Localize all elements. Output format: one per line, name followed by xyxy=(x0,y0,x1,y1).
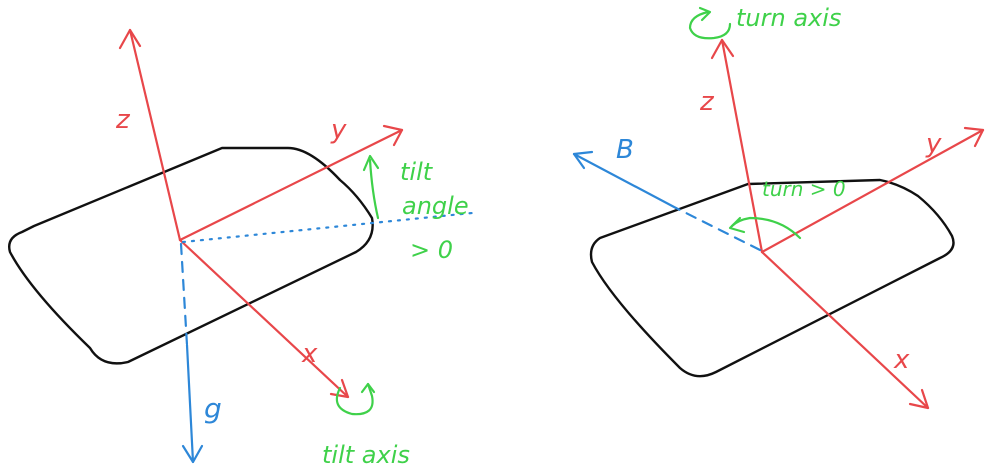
turn-axis-label: turn axis xyxy=(736,4,841,32)
right-b-arrowhead xyxy=(572,150,594,170)
tilt-axis-label: tilt axis xyxy=(322,441,410,469)
left-horizontal-reference xyxy=(181,211,474,244)
left-z-axis xyxy=(128,28,182,242)
right-z-arrowhead xyxy=(710,38,735,60)
right-z-label: z xyxy=(699,87,715,117)
tilt-angle-arc xyxy=(368,158,380,220)
turn-axis-rotation-arrowhead xyxy=(698,6,712,22)
left-g-vector xyxy=(185,343,195,464)
left-y-label: y xyxy=(330,115,347,145)
right-y-arrowhead xyxy=(963,126,985,148)
left-z-label: z xyxy=(115,105,131,135)
right-y-axis xyxy=(760,128,985,254)
left-g-arrowhead xyxy=(181,444,204,464)
right-panel: z y x B turn axis turn > 0 xyxy=(572,4,985,410)
right-board-outline xyxy=(589,178,955,378)
left-x-axis xyxy=(178,238,350,399)
tilt-angle-arc-arrowhead xyxy=(362,154,380,172)
right-z-axis xyxy=(720,38,764,254)
left-y-arrowhead xyxy=(382,124,404,147)
left-z-arrowhead xyxy=(118,28,142,50)
right-b-dashed xyxy=(674,206,762,252)
tilt-angle-label-line3: > 0 xyxy=(410,236,453,264)
tilt-axis-rotation-arrowhead xyxy=(360,382,376,394)
turn-angle-arc xyxy=(730,216,802,240)
left-x-label: x xyxy=(301,339,318,369)
left-y-axis xyxy=(178,128,404,242)
right-y-label: y xyxy=(925,129,942,159)
right-x-axis xyxy=(760,250,930,410)
right-x-label: x xyxy=(893,345,910,375)
tilt-axis-rotation-icon xyxy=(335,382,374,416)
right-b-vector xyxy=(572,152,678,210)
turn-angle-label: turn > 0 xyxy=(762,177,846,201)
turn-angle-arc-arrowhead xyxy=(728,216,746,234)
turn-axis-rotation-icon xyxy=(688,10,732,40)
right-b-label: B xyxy=(616,135,634,165)
right-x-arrowhead xyxy=(908,388,930,410)
left-board-outline xyxy=(8,146,374,365)
left-g-dashed xyxy=(179,242,189,347)
left-g-label: g xyxy=(204,392,222,425)
tilt-angle-label-line2: angle xyxy=(402,192,469,220)
tilt-angle-label-line1: tilt xyxy=(400,158,434,186)
left-panel: z y x g tilt angle > 0 tilt axis xyxy=(8,28,474,469)
